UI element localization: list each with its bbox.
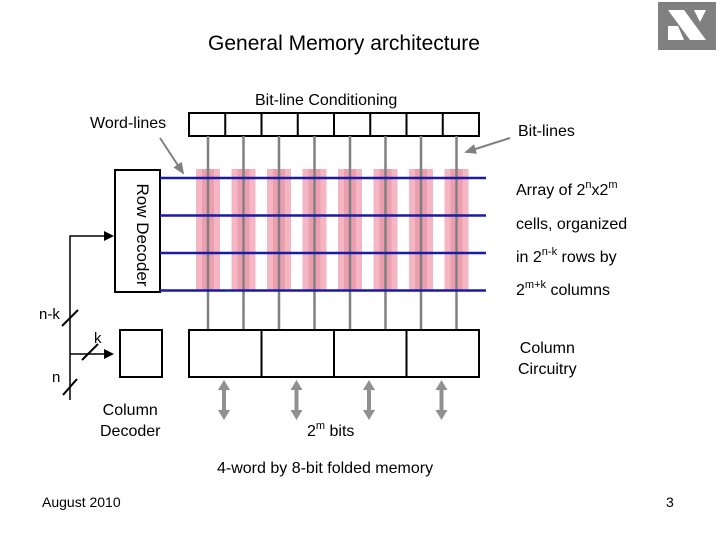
row-decoder-block [114,169,161,293]
row-decoder-label: Row Decoder [133,183,152,287]
bitlines-label: Bit-lines [518,123,575,140]
callout-arrows [159,137,511,175]
page-title: General Memory architecture [208,32,480,55]
bitline-conditioning-block [188,112,480,137]
column-circuitry-block [188,329,480,378]
page-number: 3 [666,494,674,510]
bit-lines [206,136,458,330]
word-lines [160,176,486,292]
bidirectional-arrow-icon [435,380,448,420]
data-io-arrows [218,380,448,420]
n-minus-k-label: n-k [39,306,60,323]
bidirectional-arrow-icon [363,380,375,420]
cell-array [196,169,469,291]
bidirectional-arrow-icon [290,380,303,420]
k-label: k [94,330,102,347]
logo-icon [658,2,716,50]
footer-date: August 2010 [42,494,121,510]
wordlines-label: Word-lines [90,115,167,132]
array-description-line: Array of 2nx2m [516,179,618,199]
array-description-line: in 2n-k rows by [516,246,617,266]
bits-label: 2m bits [307,420,355,440]
decoder-input-wires [61,231,114,400]
array-description-line: 2m+k columns [516,279,611,299]
bidirectional-arrow-icon [218,380,230,420]
column-decoder-block [119,329,163,378]
n-label: n [52,369,61,386]
array-description-line: cells, organized [516,216,628,233]
bitline-conditioning-label: Bit-line Conditioning [255,92,398,109]
diagram-caption: 4-word by 8-bit folded memory [217,460,434,477]
